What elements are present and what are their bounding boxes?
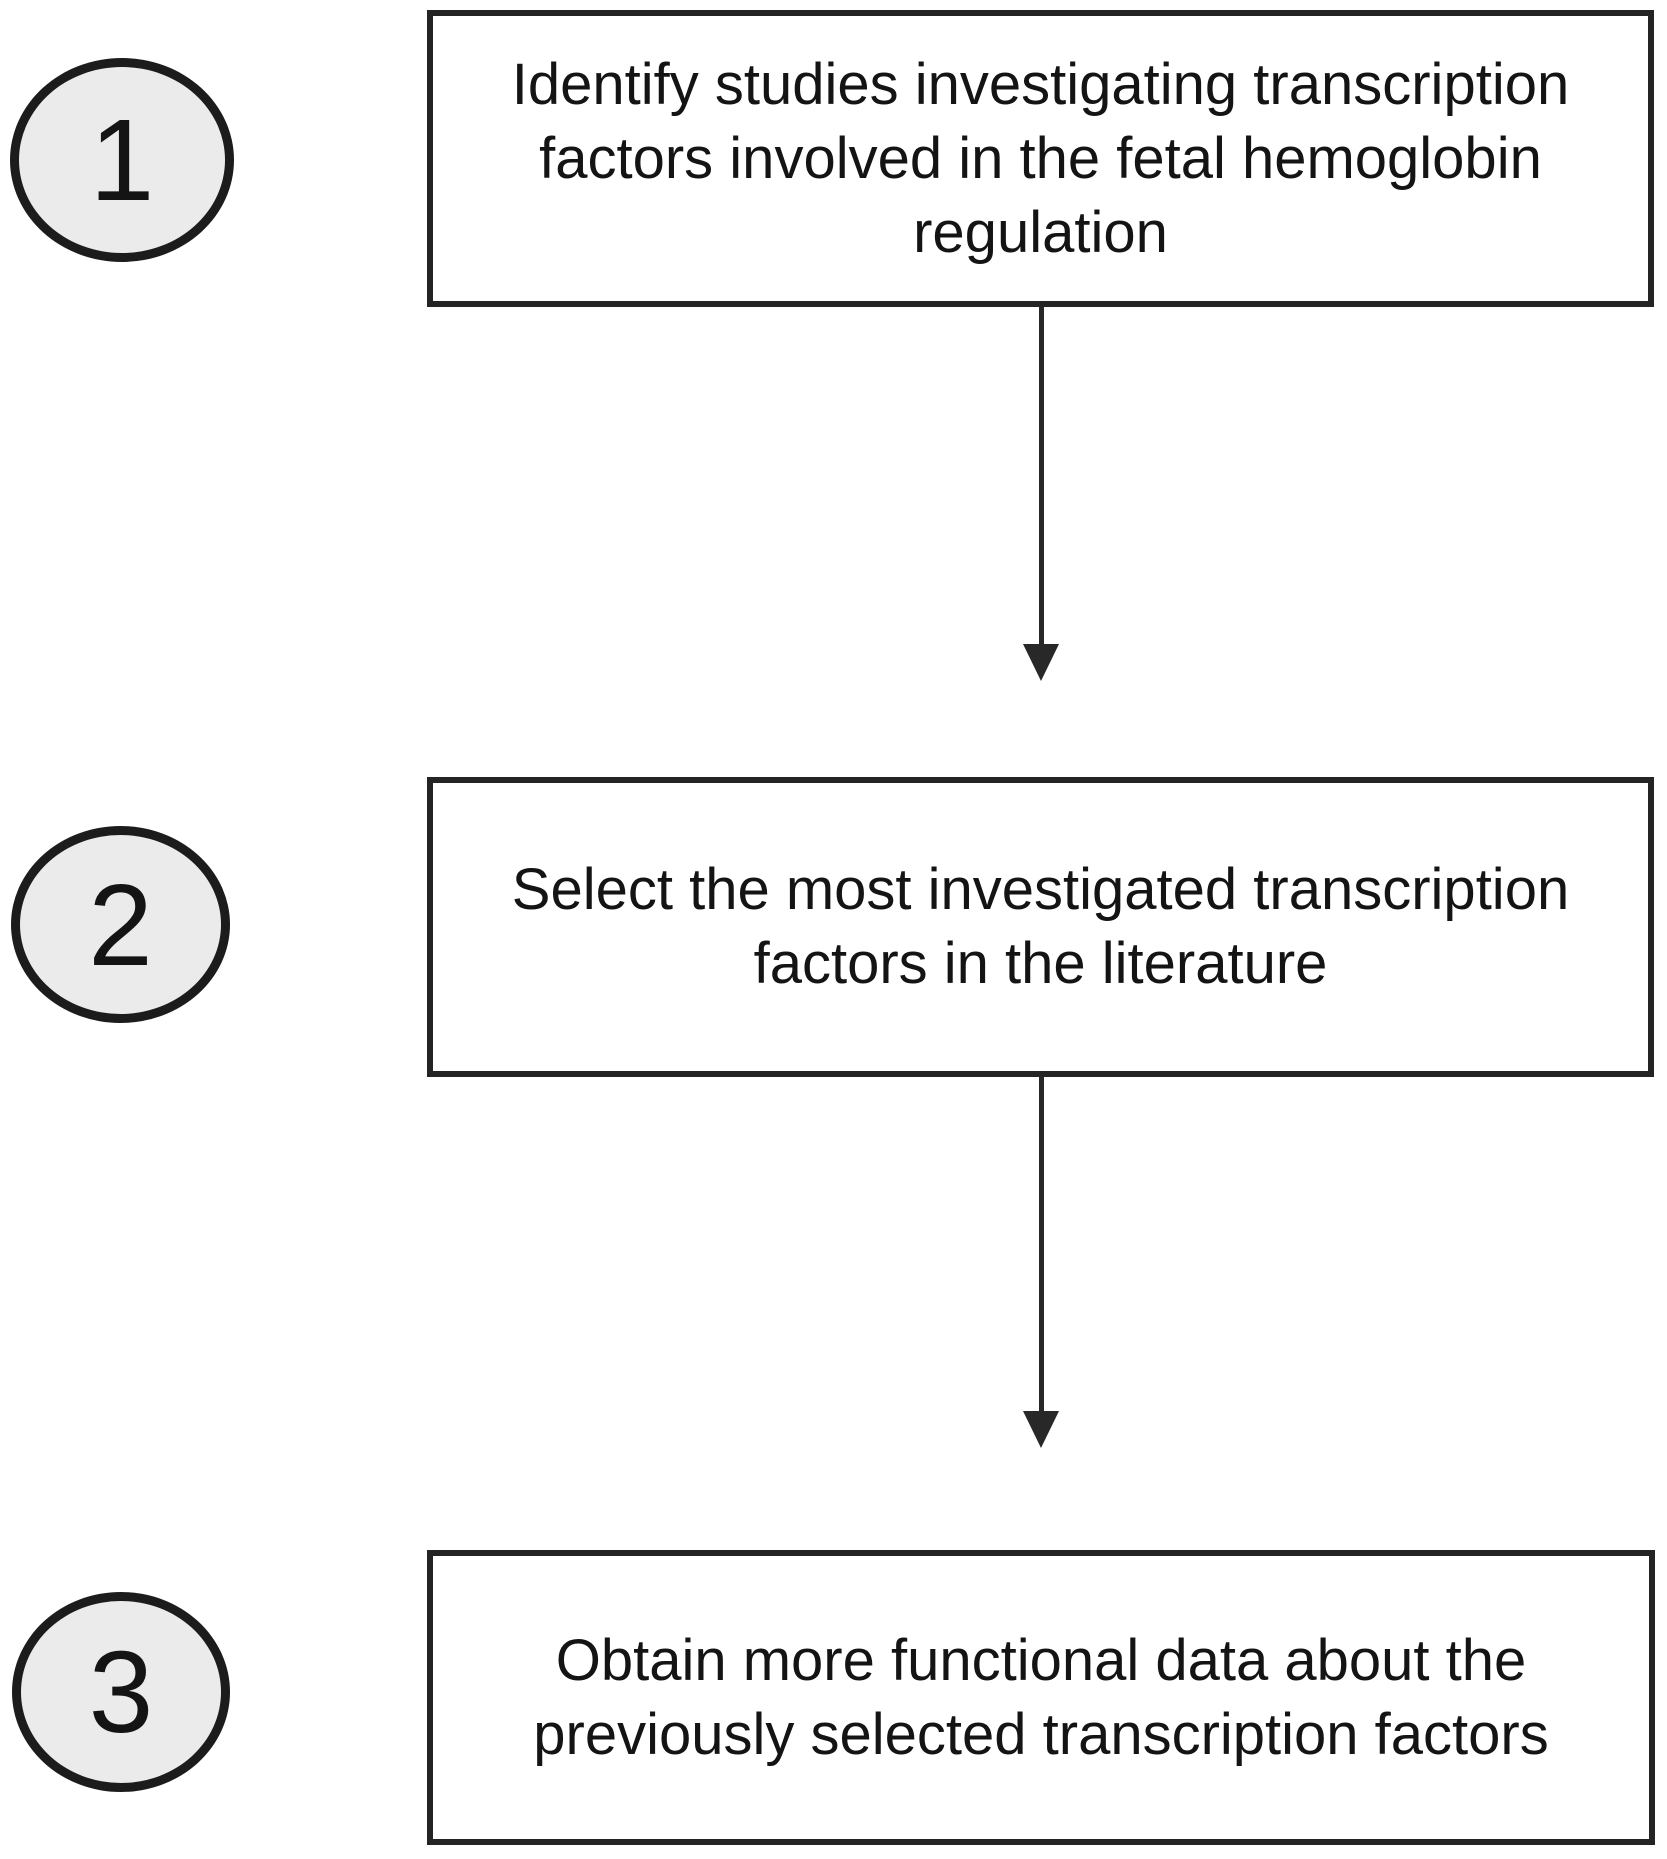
step-2-badge: 2 <box>11 826 230 1023</box>
step-2-label: Select the most investigated transcripti… <box>511 857 1570 996</box>
connector-1-line <box>1039 307 1044 645</box>
step-2-number: 2 <box>88 859 153 990</box>
step-2-box: Select the most investigated transcripti… <box>427 777 1654 1077</box>
arrow-down-icon <box>1023 644 1059 681</box>
step-1-number: 1 <box>89 95 155 225</box>
step-1-box: Identify studies investigating transcrip… <box>427 10 1654 307</box>
step-3-number: 3 <box>88 1627 154 1757</box>
connector-2-line <box>1039 1077 1044 1412</box>
step-3-badge: 3 <box>12 1592 230 1792</box>
arrow-down-icon <box>1023 1411 1059 1448</box>
step-3-label: Obtain more functional data about the pr… <box>533 1627 1549 1767</box>
step-1-badge: 1 <box>10 58 234 262</box>
step-3-box: Obtain more functional data about the pr… <box>427 1550 1655 1845</box>
step-1-label: Identify studies investigating transcrip… <box>511 51 1570 265</box>
